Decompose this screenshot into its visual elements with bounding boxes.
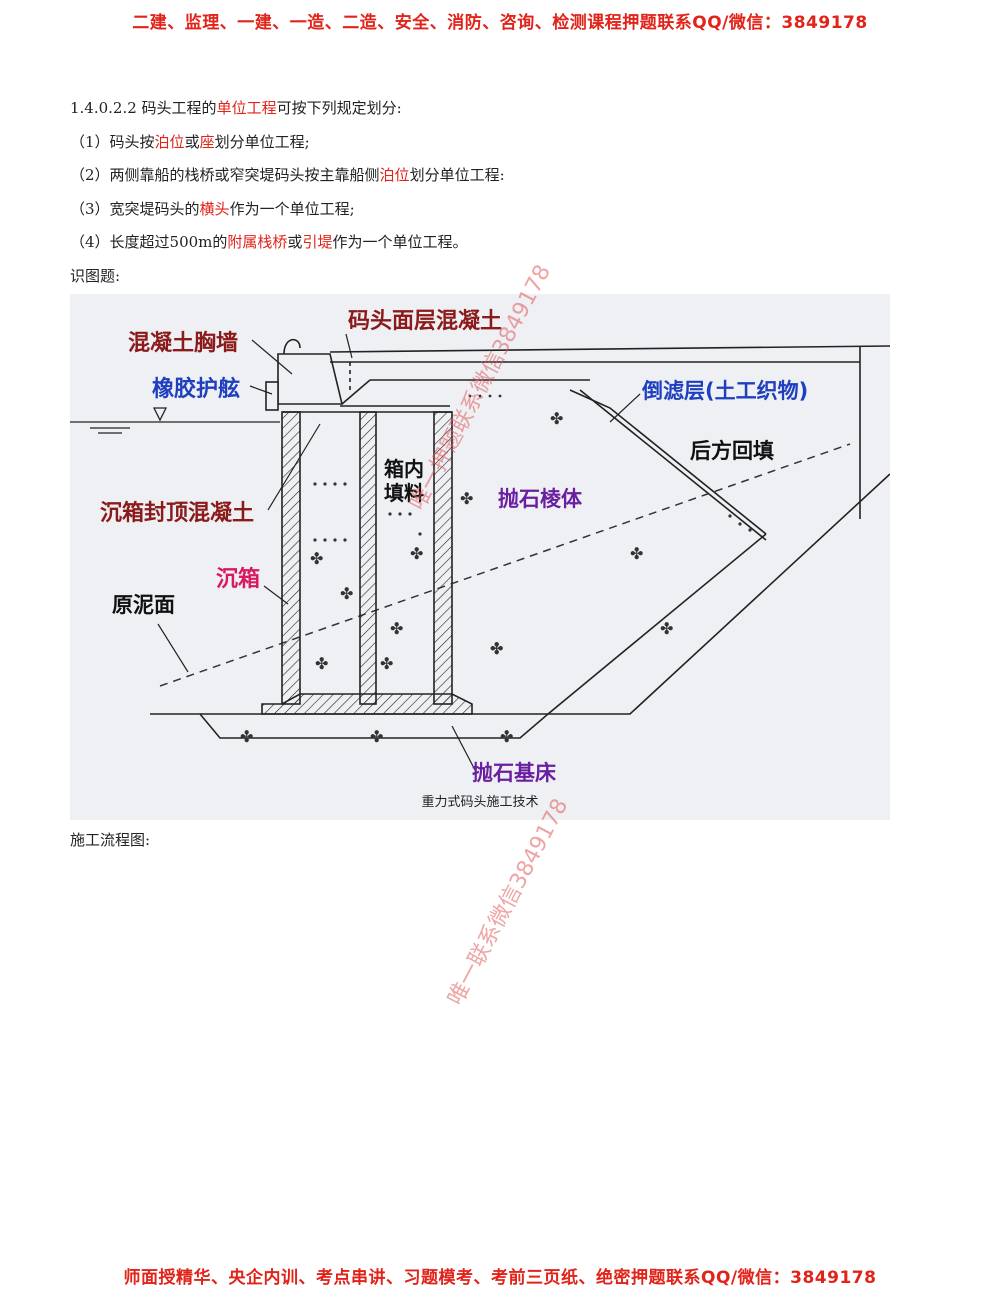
rubble-prism-slope [547, 389, 767, 715]
highlight-text: 泊位 [379, 166, 410, 184]
highlight-text: 横头 [199, 199, 230, 218]
svg-text:✤: ✤ [390, 619, 403, 638]
svg-text:✤: ✤ [315, 654, 328, 673]
breast-wall [265, 338, 344, 411]
label-box-fill-2: 填料 [384, 481, 424, 505]
svg-text:✤: ✤ [630, 544, 643, 563]
header-banner: 二建、监理、一建、一造、二造、安全、消防、咨询、检测课程押题联系QQ/微信：38… [132, 13, 868, 33]
label-rubble-bed: 抛石基床 [472, 761, 556, 785]
wharf-diagram: ✤✤✤ ✤✤✤ ✤✤✤ ✤✤✤ ✤✤✤ 混凝土胸墙 橡胶护舷 码头面层混凝土 倒… [70, 294, 890, 820]
body-text: （2）两侧靠船的栈桥或窄突堤码头按主靠船侧 [70, 166, 380, 184]
body-text: 可按下列规定划分: [276, 99, 402, 117]
rock-glyphs: ✤✤✤ ✤✤✤ ✤✤✤ ✤✤✤ ✤✤✤ [240, 409, 673, 746]
svg-text:✤: ✤ [660, 619, 673, 638]
item-list: （1）码头按泊位或座划分单位工程;（2）两侧靠船的栈桥或窄突堤码头按主靠船侧泊位… [70, 126, 930, 260]
flow-chart-label: 施工流程图: [70, 831, 151, 849]
footer-banner: 师面授精华、央企内训、考点串讲、习题模考、考前三页纸、绝密押题联系QQ/微信：3… [123, 1268, 877, 1288]
label-caisson-top-concrete: 沉箱封顶混凝土 [100, 500, 254, 526]
caisson [261, 411, 473, 715]
label-rubber-fender: 橡胶护舷 [152, 376, 240, 402]
highlight-text: 单位工程 [216, 99, 277, 117]
svg-text:✤: ✤ [310, 549, 323, 568]
water-level [70, 407, 280, 434]
body-text: 作为一个单位工程。 [332, 233, 468, 251]
diagram-caption: 重力式码头施工技术 [421, 795, 539, 810]
svg-text:✤: ✤ [490, 639, 503, 658]
list-item: （2）两侧靠船的栈桥或窄突堤码头按主靠船侧泊位划分单位工程: [70, 159, 930, 193]
watermark-2: 唯一联系微信3849178 [443, 794, 574, 1010]
body-text: 1.4.0.2.2 码头工程的 [70, 99, 217, 117]
body-text: 或 [184, 132, 200, 151]
label-inverted-filter: 倒滤层(土工织物) [641, 379, 808, 403]
svg-text:✤: ✤ [240, 727, 253, 746]
highlight-text: 座 [199, 132, 215, 151]
label-caisson: 沉箱 [216, 566, 260, 592]
label-rubble-prism: 抛石棱体 [498, 487, 583, 511]
highlight-text: 附属栈桥 [227, 233, 288, 251]
body-text: 划分单位工程: [409, 166, 505, 184]
svg-text:✤: ✤ [340, 584, 353, 603]
figure-intro: 识图题: [70, 266, 121, 285]
list-item: （3）宽突堤码头的横头作为一个单位工程; [70, 193, 930, 227]
section-content: 1.4.0.2.2 码头工程的单位工程可按下列规定划分: （1）码头按泊位或座划… [70, 92, 930, 293]
label-backfill: 后方回填 [690, 439, 774, 463]
leader-lines [157, 333, 641, 771]
highlight-text: 泊位 [154, 132, 185, 151]
body-text: （3）宽突堤码头的 [70, 199, 200, 218]
svg-text:✤: ✤ [490, 639, 503, 658]
label-box-fill-1: 箱内 [384, 457, 424, 481]
label-surface-concrete: 码头面层混凝土 [348, 308, 502, 334]
list-item: （1）码头按泊位或座划分单位工程; [70, 126, 930, 160]
svg-text:✤: ✤ [460, 489, 473, 508]
deck-surface [329, 345, 890, 519]
body-text: （4）长度超过500m的 [70, 233, 228, 251]
fill-dots [313, 394, 752, 542]
svg-text:✤: ✤ [380, 654, 393, 673]
svg-text:✤: ✤ [500, 727, 513, 746]
body-text: 或 [287, 233, 303, 251]
list-item: （4）长度超过500m的附属栈桥或引堤作为一个单位工程。 [70, 226, 930, 260]
label-original-mud: 原泥面 [112, 593, 175, 617]
body-text: 作为一个单位工程; [229, 199, 355, 218]
highlight-text: 引堤 [302, 233, 333, 251]
label-breast-wall: 混凝土胸墙 [128, 330, 238, 356]
seabed-lines [150, 473, 890, 739]
svg-text:✤: ✤ [370, 727, 383, 746]
original-mud-line [159, 443, 851, 687]
svg-text:✤: ✤ [410, 544, 423, 563]
wharf-cross-section: ✤✤✤ ✤✤✤ ✤✤✤ ✤✤✤ ✤✤✤ 混凝土胸墙 橡胶护舷 码头面层混凝土 倒… [70, 308, 890, 785]
body-text: 划分单位工程; [214, 132, 310, 151]
svg-text:✤: ✤ [550, 409, 563, 428]
body-text: （1）码头按 [70, 132, 155, 151]
section-heading: 1.4.0.2.2 码头工程的单位工程可按下列规定划分: [70, 92, 930, 126]
